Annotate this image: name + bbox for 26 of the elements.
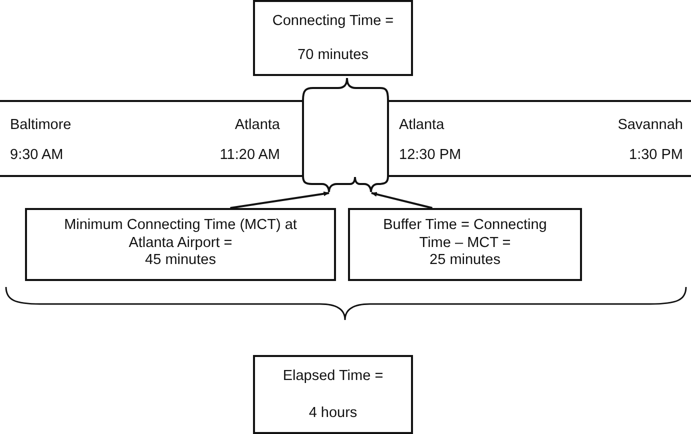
city-label: Savannah: [618, 116, 683, 134]
time-label: 12:30 PM: [399, 146, 462, 164]
time-label: 11:20 AM: [220, 146, 280, 164]
city-label: Atlanta: [234, 116, 280, 134]
flight-box: [0, 100, 304, 177]
box-value: 70 minutes: [296, 46, 370, 64]
info-box: [25, 208, 336, 281]
arrow: [370, 192, 432, 209]
bracket: [354, 176, 389, 193]
box-value: 4 hours: [308, 404, 358, 422]
box-value: 25 minutes: [428, 251, 502, 269]
box-heading: Buffer Time = Connecting Time – MCT =: [382, 216, 548, 252]
box-heading: Minimum Connecting Time (MCT) at Atlanta Airport =: [63, 216, 298, 252]
flight-box: [387, 100, 691, 177]
time-label: 9:30 AM: [10, 146, 64, 164]
time-label: 1:30 PM: [629, 146, 683, 164]
info-box: [348, 208, 582, 281]
info-box: [253, 355, 413, 434]
box-value: 45 minutes: [144, 251, 217, 269]
arrow: [230, 191, 330, 209]
box-heading: Connecting Time =: [271, 12, 395, 30]
box-heading: Elapsed Time =: [282, 367, 384, 385]
city-label: Baltimore: [10, 116, 72, 134]
bracket: [302, 176, 356, 193]
city-label: Atlanta: [399, 116, 444, 134]
info-box: [253, 0, 413, 76]
